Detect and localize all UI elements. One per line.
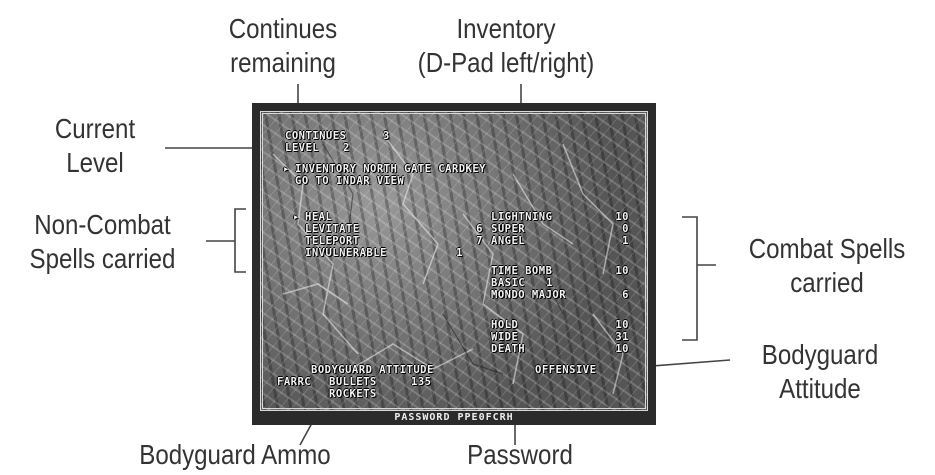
spell-time-bomb[interactable]: TIME BOMB (491, 265, 553, 277)
inventory-cursor-icon: ▸ (283, 163, 290, 175)
spell-angel[interactable]: ANGEL (491, 235, 526, 247)
callout-continues-remaining: Continues remaining (201, 12, 364, 80)
continues-value: 3 (383, 130, 390, 142)
spell-heal[interactable]: HEAL (305, 211, 333, 223)
ammo-rockets-label: ROCKETS (329, 388, 377, 400)
callout-line: Combat Spells (748, 233, 906, 264)
level-label: LEVEL (285, 142, 320, 154)
ammo-bullets-count: 135 (411, 376, 432, 388)
status-panel: CONTINUES 3 LEVEL 2 ▸ INVENTORY NORTH GA… (260, 111, 648, 411)
callout-line: Bodyguard Ammo (139, 439, 331, 470)
callout-line: remaining (230, 47, 336, 78)
callout-password: Password (451, 438, 589, 472)
attitude-label: BODYGUARD ATTITUDE (311, 364, 434, 376)
attitude-value[interactable]: OFFENSIVE (535, 364, 597, 376)
callout-line: Current (54, 113, 136, 144)
callout-line: Level (66, 147, 124, 178)
ammo-bodyguard-name: FARRC (277, 376, 312, 388)
spell-teleport-count: 7 (476, 235, 483, 247)
callout-line: Password (467, 439, 573, 470)
spell-time-bomb-count: 10 (615, 265, 629, 277)
callout-line: Attitude (779, 373, 861, 404)
callout-bodyguard-ammo: Bodyguard Ammo (132, 438, 338, 472)
spell-hold[interactable]: HOLD (491, 319, 519, 331)
spell-levitate[interactable]: LEVITATE (305, 223, 360, 235)
spell-death[interactable]: DEATH (491, 343, 526, 355)
callout-non-combat-spells: Non-Combat Spells carried (14, 208, 190, 276)
spell-mondo-major[interactable]: MONDO MAJOR (491, 289, 567, 301)
spell-levitate-count: 6 (476, 223, 483, 235)
password-bar: PASSWORD PPE0FCRH (260, 411, 648, 425)
spell-mondo-major-count: 6 (622, 289, 629, 301)
callout-line: Inventory (456, 13, 556, 44)
spell-basic[interactable]: BASIC (491, 277, 526, 289)
callout-inventory: Inventory (D-Pad left/right) (403, 12, 609, 80)
stone-texture (272, 133, 624, 395)
spell-invulnerable-count: 1 (456, 247, 463, 259)
callout-current-level: Current Level (31, 112, 160, 180)
continues-label: CONTINUES (285, 130, 347, 142)
password-value: PPE0FCRH (457, 412, 514, 423)
callout-line: Continues (228, 13, 338, 44)
callout-combat-spells: Combat Spells carried (737, 232, 918, 300)
spell-lightning[interactable]: LIGHTNING (491, 211, 553, 223)
spell-super-count: 0 (622, 223, 629, 235)
spell-hold-count: 10 (615, 319, 629, 331)
spell-super[interactable]: SUPER (491, 223, 526, 235)
callout-bodyguard-attitude: Bodyguard Attitude (747, 338, 893, 406)
game-screen: CONTINUES 3 LEVEL 2 ▸ INVENTORY NORTH GA… (252, 103, 656, 425)
spell-invulnerable[interactable]: INVULNERABLE (305, 247, 387, 259)
spell-teleport[interactable]: TELEPORT (305, 235, 360, 247)
spell-angel-count: 1 (622, 235, 629, 247)
spell-lightning-count: 10 (615, 211, 629, 223)
callout-line: Non-Combat (34, 209, 171, 240)
spell-basic-count: 1 (546, 277, 553, 289)
spell-wide-count: 31 (615, 331, 629, 343)
callout-line: carried (790, 267, 864, 298)
callout-line: Bodyguard (761, 339, 879, 370)
callout-line: (D-Pad left/right) (417, 47, 595, 78)
spell-death-count: 10 (615, 343, 629, 355)
password-label: PASSWORD (394, 412, 451, 423)
spell-wide[interactable]: WIDE (491, 331, 519, 343)
ammo-bullets-label: BULLETS (329, 376, 377, 388)
bracket-combat (682, 216, 698, 341)
inventory-selector[interactable]: INVENTORY NORTH GATE CARDKEY (295, 163, 487, 175)
non-combat-cursor-icon: ▸ (293, 211, 300, 223)
bracket-non-combat (234, 208, 246, 273)
view-option[interactable]: GO TO INDAR VIEW (295, 175, 405, 187)
level-value: 2 (343, 142, 350, 154)
callout-line: Spells carried (29, 243, 176, 274)
